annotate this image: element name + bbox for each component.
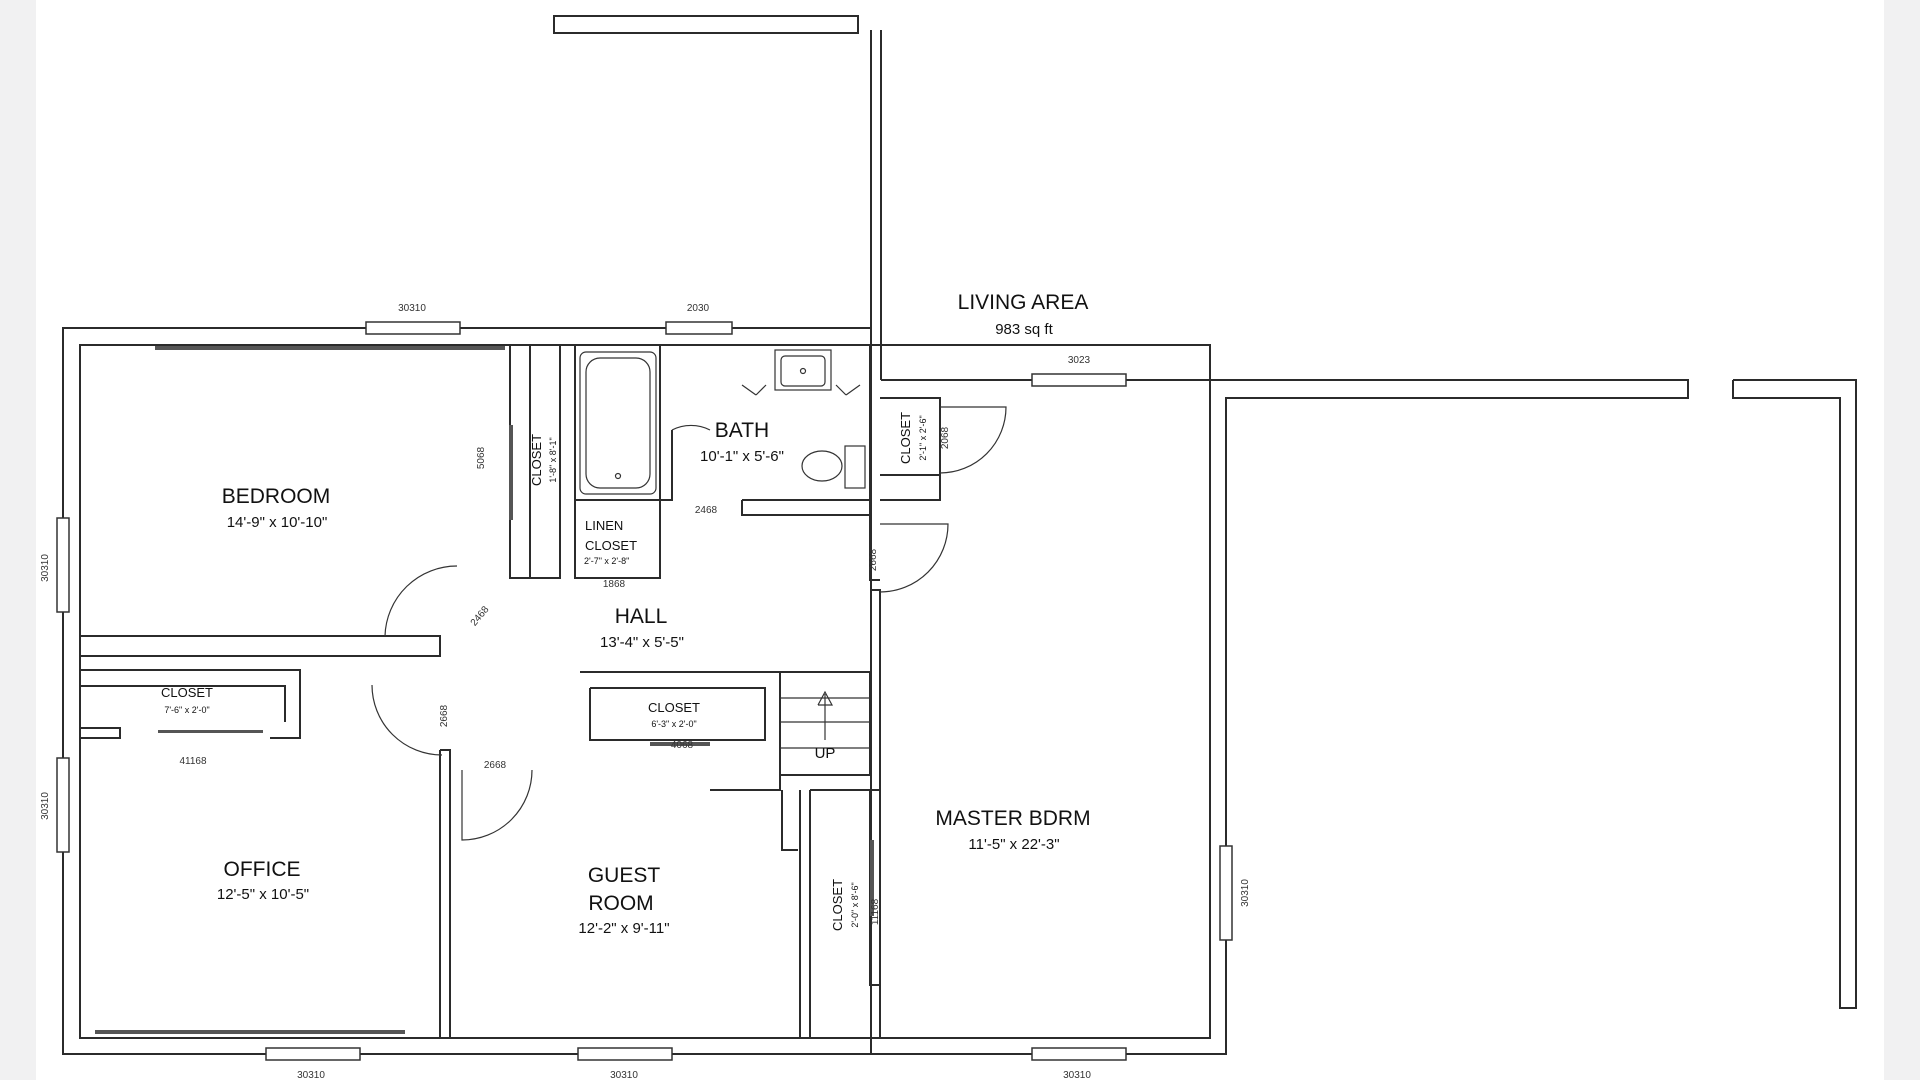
code-linen-door: 1868 <box>603 579 626 590</box>
code-master-bottom-window: 30310 <box>1063 1070 1091 1080</box>
code-bedroom-door: 2468 <box>469 604 492 628</box>
side-closet-name: CLOSET <box>898 412 913 464</box>
living-area-sqft: 983 sq ft <box>995 321 1053 338</box>
code-guest-door: 2668 <box>484 760 507 771</box>
toilet <box>801 445 866 489</box>
code-master-right-window: 30310 <box>1240 879 1251 907</box>
stairs-up-label: UP <box>815 745 836 762</box>
code-guest-bottom-window: 30310 <box>610 1070 638 1080</box>
code-bedroom-left-window: 30310 <box>40 554 51 582</box>
linen-closet-dims: 2'-7" x 2'-8" <box>584 556 629 566</box>
bath-dims: 10'-1" x 5'-6" <box>700 448 784 465</box>
hall-name: HALL <box>615 605 668 628</box>
guest-room-name-line2: ROOM <box>588 892 653 915</box>
stairs-arrow <box>817 690 834 740</box>
bedroom-closet-dims: 1'-8" x 8'-1" <box>548 437 558 482</box>
doors <box>371 406 1007 841</box>
interior-walls <box>80 345 941 1039</box>
guest-room-dims: 12'-2" x 9'-11" <box>578 920 669 937</box>
code-bath-door: 2468 <box>695 505 718 516</box>
linen-closet-name-line2: CLOSET <box>585 538 637 553</box>
code-master-closet-door: 11168 <box>870 898 881 925</box>
side-closet-dims: 2'-1" x 2'-6" <box>918 415 928 460</box>
bathtub <box>579 351 657 495</box>
code-office-door: 2668 <box>439 704 450 727</box>
code-living-window: 3023 <box>1068 355 1091 366</box>
linen-closet-name-line1: LINEN <box>585 518 623 533</box>
sink <box>741 349 861 396</box>
code-guest-closet-door: 4068 <box>671 740 694 751</box>
bath-name: BATH <box>715 419 769 442</box>
code-bedroom-top-window: 30310 <box>398 303 426 314</box>
hall-dims: 13'-4" x 5'-5" <box>600 634 684 651</box>
office-dims: 12'-5" x 10'-5" <box>217 886 309 903</box>
left-margin-strip <box>0 0 36 1080</box>
right-margin-strip <box>1884 0 1920 1080</box>
living-area-name: LIVING AREA <box>958 291 1089 314</box>
office-name: OFFICE <box>224 858 301 881</box>
master-closet-name: CLOSET <box>830 879 845 931</box>
code-office-bottom-window: 30310 <box>297 1070 325 1080</box>
sliding-doors <box>95 346 874 1034</box>
windows <box>56 321 1233 1061</box>
guest-closet-name: CLOSET <box>648 700 700 715</box>
master-bdrm-dims: 11'-5" x 22'-3" <box>968 836 1059 853</box>
bedroom-name: BEDROOM <box>222 485 331 508</box>
code-office-closet-door: 41168 <box>179 756 207 767</box>
exterior-walls <box>62 15 1857 1055</box>
code-bath-top-window: 2030 <box>687 303 710 314</box>
guest-closet-dims: 6'-3" x 2'-0" <box>651 719 696 729</box>
office-closet-dims: 7'-6" x 2'-0" <box>164 705 209 715</box>
code-office-left-window: 30310 <box>40 792 51 820</box>
master-closet-dims: 2'-0" x 8'-6" <box>850 882 860 927</box>
guest-room-name-line1: GUEST <box>588 864 661 887</box>
master-bdrm-name: MASTER BDRM <box>935 807 1090 830</box>
code-side-closet-door: 2068 <box>940 426 951 449</box>
bedroom-closet-name: CLOSET <box>529 434 544 486</box>
bedroom-dims: 14'-9" x 10'-10" <box>227 514 328 531</box>
code-hall-master-door: 2668 <box>868 548 879 571</box>
office-closet-name: CLOSET <box>161 685 213 700</box>
code-bedroom-closet-door: 5068 <box>476 446 487 469</box>
